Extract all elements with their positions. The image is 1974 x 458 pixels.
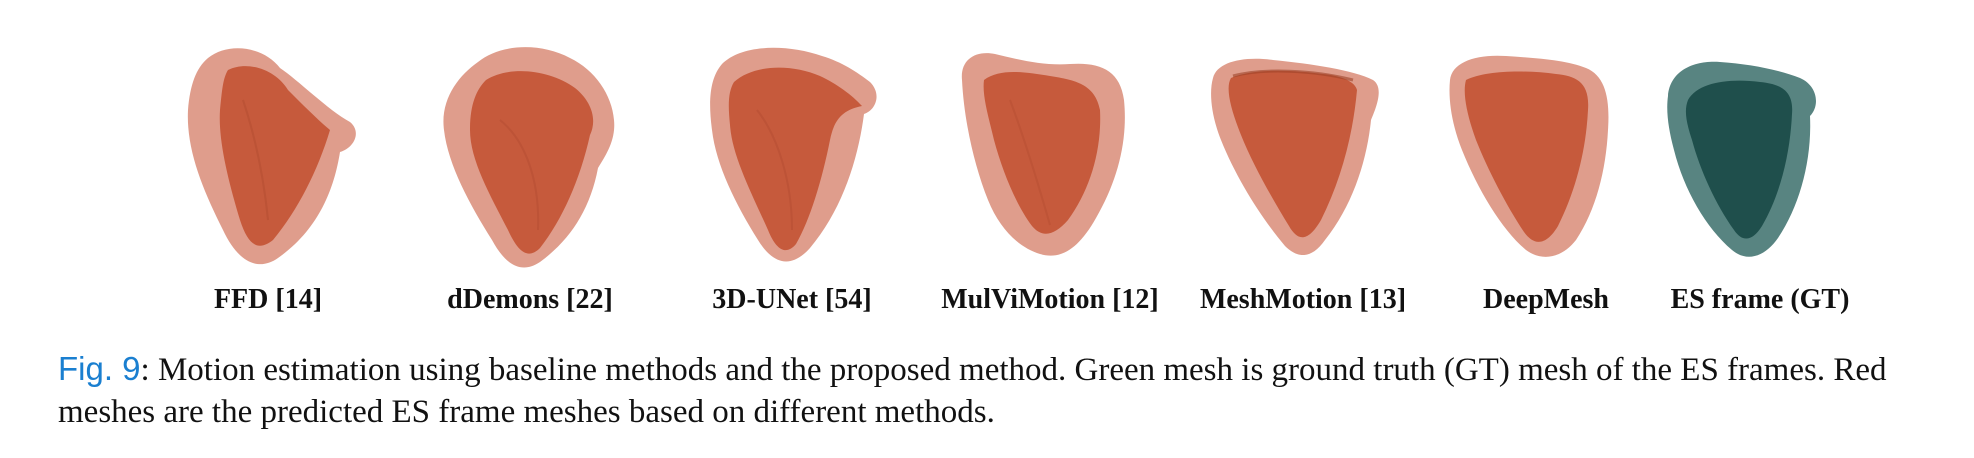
mesh-panel-meshmotion: MeshMotion [13] (1200, 40, 1406, 330)
mesh-panel-ddemons: dDemons [22] (430, 40, 630, 330)
figure-number-link[interactable]: Fig. 9 (58, 350, 141, 387)
mesh-label: MulViMotion [12] (941, 284, 1159, 315)
green-heart-mesh (1667, 61, 1816, 257)
red-heart-mesh (1211, 58, 1379, 256)
mesh-label: DeepMesh (1483, 284, 1609, 315)
mesh-panel-3d-unet: 3D-UNet [54] (692, 40, 892, 330)
mesh-panel-mulvimotion: MulViMotion [12] (941, 40, 1159, 330)
red-heart-mesh (443, 47, 615, 268)
red-heart-mesh (710, 47, 877, 262)
mesh-label: 3D-UNet [54] (712, 284, 872, 315)
caption-text: : Motion estimation using baseline metho… (58, 352, 1887, 430)
mesh-panel-es-frame-gt: ES frame (GT) (1660, 40, 1860, 330)
mesh-panel-deepmesh: DeepMesh (1446, 40, 1646, 330)
red-heart-mesh (961, 53, 1125, 256)
mesh-label: dDemons [22] (447, 284, 613, 315)
mesh-panel-ffd: FFD [14] (168, 40, 368, 330)
mesh-label: ES frame (GT) (1670, 284, 1850, 315)
red-heart-mesh (187, 48, 356, 265)
figure-caption: Fig. 9: Motion estimation using baseline… (58, 348, 1958, 433)
red-heart-mesh (1449, 55, 1609, 257)
mesh-label: MeshMotion [13] (1199, 284, 1407, 315)
figure-panel: FFD [14] dDemons [22] 3D-UNet [54] MulVi… (168, 40, 1860, 330)
mesh-label: FFD [14] (213, 284, 323, 315)
